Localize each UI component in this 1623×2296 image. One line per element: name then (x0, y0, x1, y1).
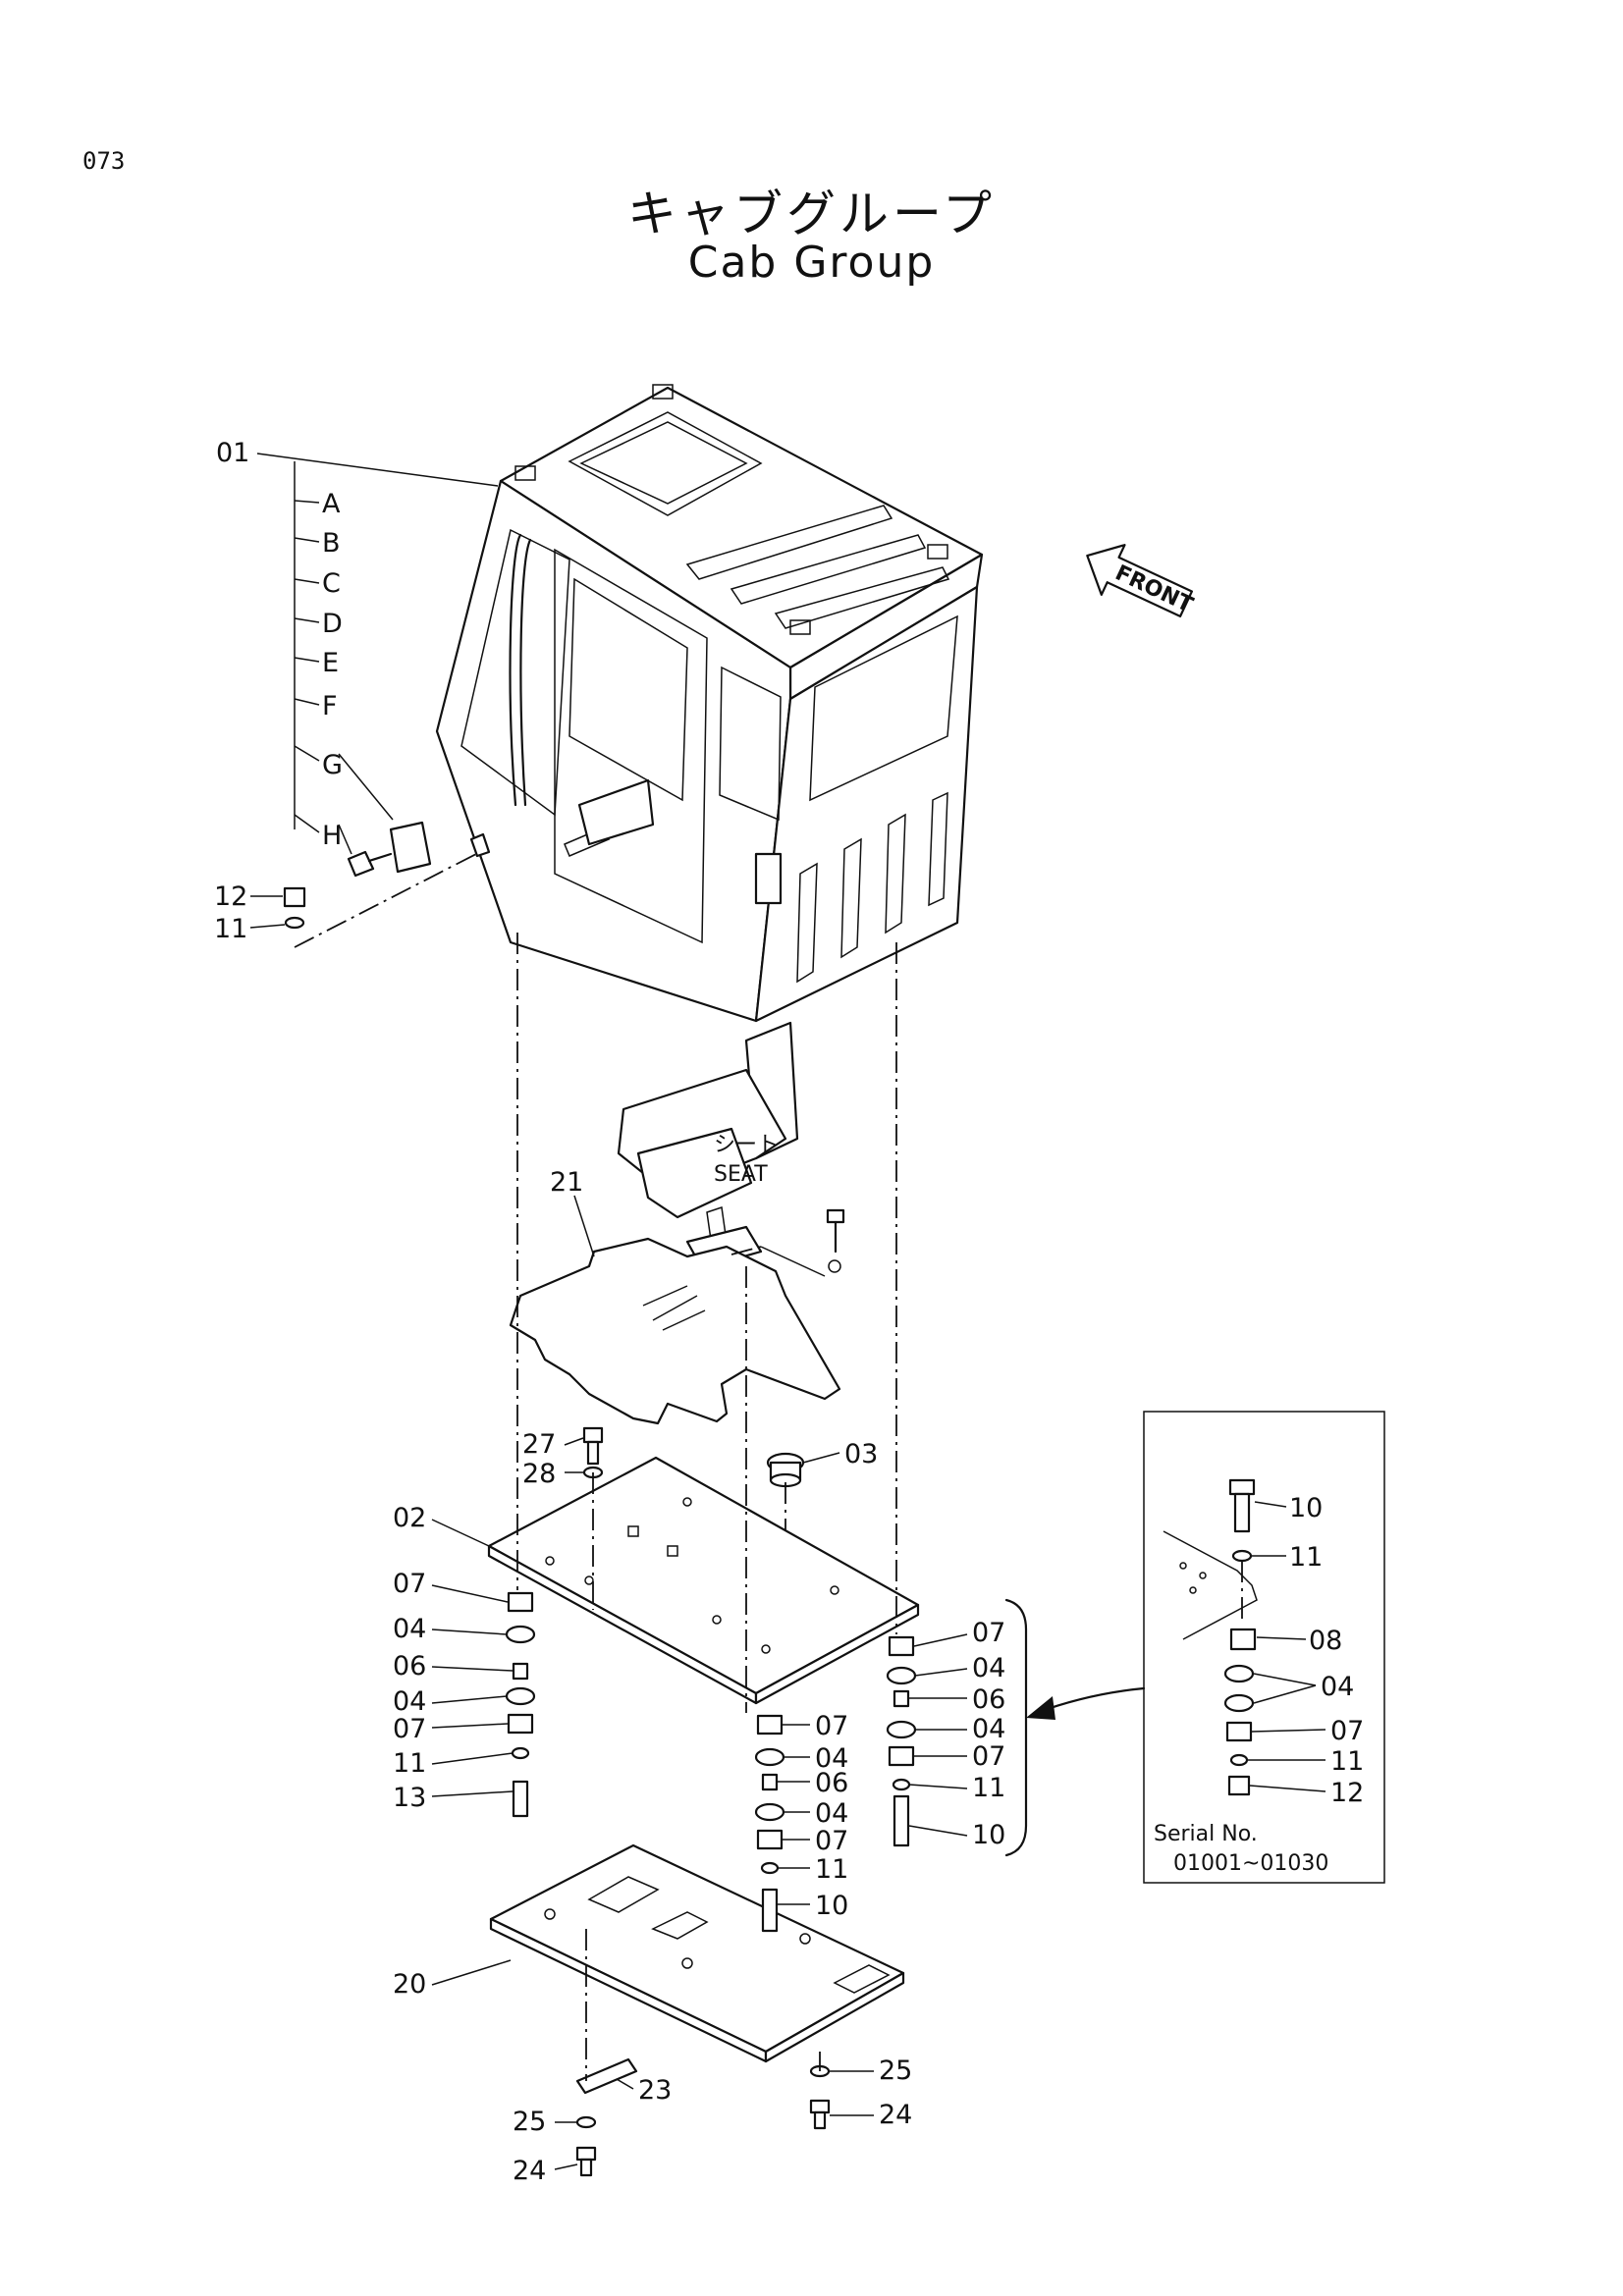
bolt-27-washer-28 (582, 1426, 604, 1479)
seat-label-jp: シート (714, 1133, 779, 1157)
callout-right-06: 06 (972, 1684, 1005, 1715)
callout-mid-10: 10 (815, 1891, 848, 1921)
sub-item-c: C (322, 568, 341, 599)
callout-right-10: 10 (972, 1820, 1005, 1850)
nut-12-washer-11 (283, 886, 306, 930)
callout-left-13: 13 (393, 1783, 426, 1813)
callout-left-04a: 04 (393, 1614, 426, 1644)
sub-item-d: D (322, 609, 343, 639)
mount-stack-left (505, 1591, 536, 1818)
callout-mid-06: 06 (815, 1768, 848, 1798)
callout-right-04a: 04 (972, 1653, 1005, 1683)
callout-left-11: 11 (393, 1748, 426, 1779)
inset-callout-08: 08 (1309, 1626, 1342, 1656)
seat-label-en: SEAT (714, 1162, 768, 1187)
serial-inset: 10 11 08 04 07 11 12 Serial No. 01001~01… (1143, 1411, 1385, 1884)
callout-24-right: 24 (879, 2100, 912, 2130)
callout-mid-04b: 04 (815, 1798, 848, 1829)
callout-mid-11: 11 (815, 1854, 848, 1885)
callout-03: 03 (844, 1439, 878, 1469)
callout-23: 23 (638, 2075, 672, 2106)
bolts-24-washers-25 (575, 2064, 831, 2177)
sub-item-f: F (322, 691, 338, 721)
title-japanese: キャブグループ (627, 186, 996, 242)
base-plate (489, 1843, 905, 2063)
strap-23 (575, 2057, 638, 2095)
inset-callout-04: 04 (1321, 1672, 1354, 1702)
sub-item-a: A (322, 489, 341, 519)
cab-assembly (435, 384, 984, 1023)
title-english: Cab Group (687, 238, 936, 288)
floor-mat (509, 1237, 841, 1425)
callout-11-top: 11 (214, 914, 247, 944)
page-number: 073 (82, 147, 126, 175)
callout-24-left: 24 (513, 2156, 546, 2186)
floor-plate (487, 1456, 920, 1705)
callout-right-07a: 07 (972, 1618, 1005, 1648)
inset-callout-11-bottom: 11 (1330, 1746, 1364, 1777)
callout-01: 01 (216, 438, 249, 468)
callout-right-11: 11 (972, 1773, 1005, 1803)
callout-left-07b: 07 (393, 1714, 426, 1744)
inset-callout-07: 07 (1330, 1716, 1364, 1746)
alignment-lines (294, 853, 897, 2081)
callout-left-07a: 07 (393, 1569, 426, 1599)
grommet-03 (766, 1452, 805, 1488)
callout-28: 28 (522, 1459, 556, 1489)
callout-right-07b: 07 (972, 1741, 1005, 1772)
callout-12-top: 12 (214, 881, 247, 912)
callout-mid-07a: 07 (815, 1711, 848, 1741)
callout-02: 02 (393, 1503, 426, 1533)
sub-item-b: B (322, 528, 341, 559)
sub-item-h: H (322, 821, 342, 851)
callout-right-04b: 04 (972, 1714, 1005, 1744)
callout-leaders (249, 453, 1146, 2170)
sub-item-e: E (322, 648, 339, 678)
callout-mid-04a: 04 (815, 1743, 848, 1774)
inset-callout-10: 10 (1289, 1493, 1323, 1523)
inset-serial-range: 01001~01030 (1173, 1851, 1328, 1876)
inset-callout-11-top: 11 (1289, 1542, 1323, 1573)
callout-labels: 01 A B C D E F G H 12 11 21 27 28 03 02 … (214, 438, 1005, 2186)
sub-item-g: G (322, 750, 343, 780)
front-arrow: FRONT (1086, 544, 1197, 618)
callout-25-left: 25 (513, 2107, 546, 2137)
mount-stack-right (886, 1635, 917, 1847)
callout-25-right: 25 (879, 2056, 912, 2086)
callout-mid-07b: 07 (815, 1826, 848, 1856)
mount-stack-middle (754, 1714, 785, 1933)
callout-21: 21 (550, 1167, 583, 1198)
callout-left-04b: 04 (393, 1686, 426, 1717)
inset-serial-label: Serial No. (1154, 1822, 1258, 1846)
callout-20: 20 (393, 1969, 426, 2000)
callout-left-06: 06 (393, 1651, 426, 1682)
callout-27: 27 (522, 1429, 556, 1460)
cab-hardware-g-h (347, 821, 491, 878)
inset-callout-12: 12 (1330, 1778, 1364, 1808)
